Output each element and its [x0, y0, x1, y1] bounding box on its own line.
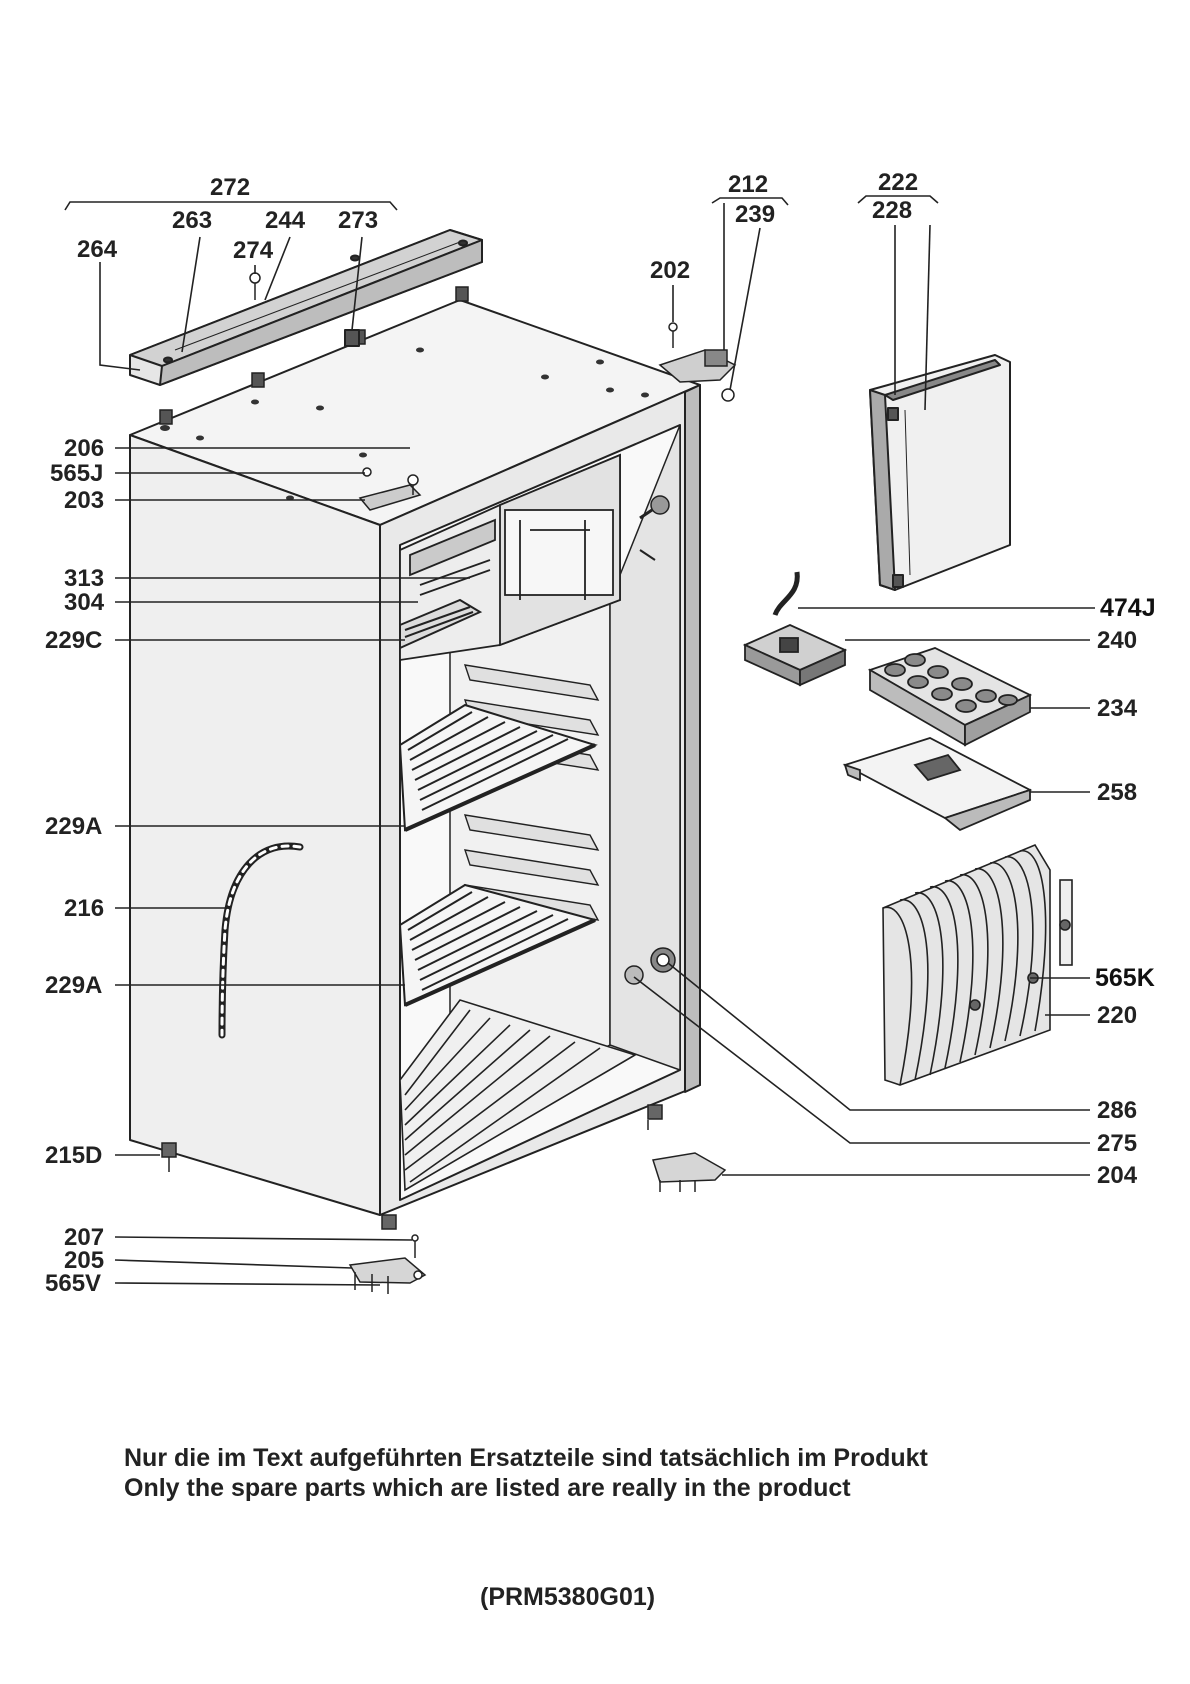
- label-234: 234: [1097, 695, 1138, 722]
- label-264: 264: [77, 236, 118, 263]
- cabinet-inner-right-wall: [609, 424, 681, 1071]
- top-cover-profile: [129, 229, 483, 386]
- label-228: 228: [872, 197, 912, 224]
- note-english: Only the spare parts which are listed ar…: [124, 1474, 851, 1502]
- hinge-bracket-top: [358, 467, 422, 511]
- shelf-229A-upper: [398, 703, 598, 832]
- label-205: 205: [64, 1247, 104, 1274]
- label-216: 216: [64, 895, 104, 922]
- label-313: 313: [64, 565, 104, 592]
- leader-lines: [64, 195, 1095, 1286]
- cabinet-feet: [161, 1104, 663, 1230]
- thermostat-knob: [639, 495, 670, 561]
- label-203: 203: [64, 487, 104, 514]
- label-215D: 215D: [45, 1142, 102, 1169]
- label-474J: 474J: [1100, 594, 1156, 622]
- cabinet-right-edge: [684, 384, 701, 1093]
- screw-274: [249, 272, 261, 300]
- label-204: 204: [1097, 1162, 1138, 1189]
- bracket-204: [652, 1152, 727, 1192]
- label-304: 304: [64, 589, 105, 616]
- shelf-229A-lower: [398, 883, 598, 1007]
- label-244: 244: [265, 207, 306, 234]
- cover-258: [842, 737, 1033, 832]
- label-565J: 565J: [50, 460, 103, 487]
- note-german: Nur die im Text aufgeführten Ersatzteile…: [124, 1444, 928, 1472]
- diagram-code: (PRM5380G01): [480, 1583, 656, 1611]
- bottom-grille: [399, 999, 637, 1192]
- label-240: 240: [1097, 627, 1137, 654]
- label-565V: 565V: [45, 1270, 101, 1297]
- label-229A-upper: 229A: [45, 813, 102, 840]
- label-263: 263: [172, 207, 212, 234]
- label-239: 239: [735, 201, 775, 228]
- label-273: 273: [338, 207, 378, 234]
- label-222: 222: [878, 169, 918, 196]
- freezer-door: [869, 354, 1011, 591]
- ice-tray-234: [867, 647, 1033, 747]
- part-labels: 272 263 244 273 264 274 212 239 202 222 …: [45, 169, 1156, 1297]
- label-212: 212: [728, 171, 768, 198]
- label-207: 207: [64, 1224, 104, 1251]
- lamp-housing-240: [742, 571, 848, 687]
- label-229C: 229C: [45, 627, 102, 654]
- label-275: 275: [1097, 1130, 1137, 1157]
- top-hinge: [658, 322, 737, 402]
- label-229A-lower: 229A: [45, 972, 102, 999]
- label-286: 286: [1097, 1097, 1137, 1124]
- top-holes: [160, 347, 649, 501]
- label-274: 274: [233, 237, 274, 264]
- label-202: 202: [650, 257, 690, 284]
- bottom-hinge: [348, 1234, 427, 1294]
- label-565K: 565K: [1095, 964, 1155, 992]
- label-206: 206: [64, 435, 104, 462]
- condenser-fins-220: [882, 843, 1073, 1086]
- label-258: 258: [1097, 779, 1137, 806]
- cabinet-left-side: [129, 434, 381, 1216]
- label-220: 220: [1097, 1002, 1137, 1029]
- label-272: 272: [210, 174, 250, 201]
